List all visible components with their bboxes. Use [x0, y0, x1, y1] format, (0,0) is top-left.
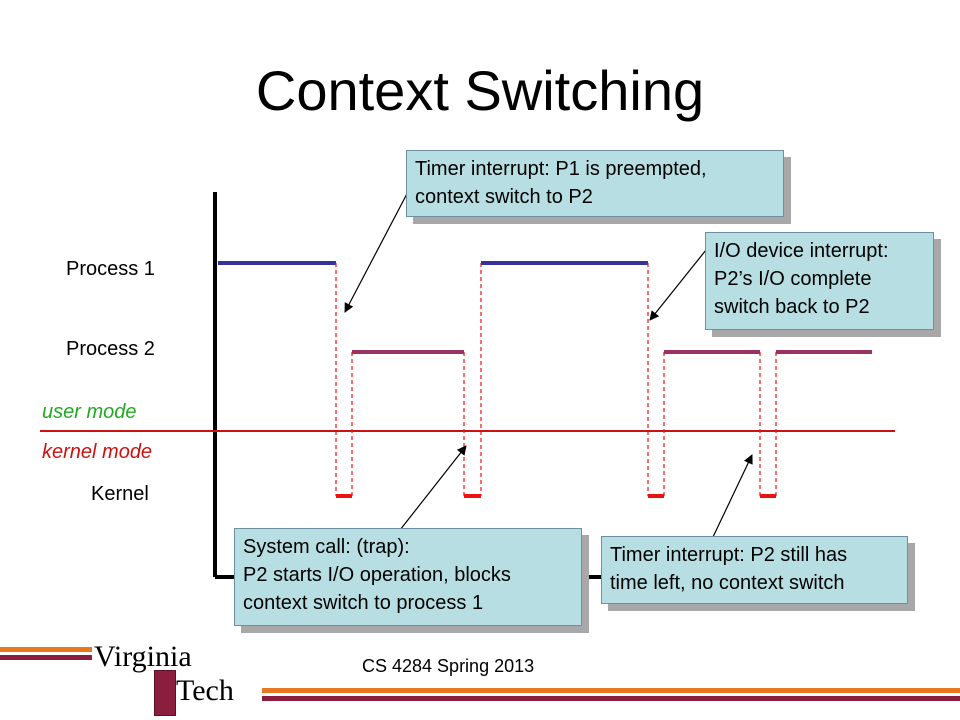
footer-stripe [0, 647, 92, 652]
kernel-label: Kernel [91, 483, 149, 505]
callout-line: context switch to P2 [415, 186, 593, 208]
callout-line: P2 starts I/O operation, blocks [243, 564, 511, 586]
arrow-timer-no-switch [712, 454, 753, 538]
virginia-tech-logo: Virginia Tech [94, 640, 264, 716]
callout-line: Timer interrupt: P2 still has [610, 544, 848, 566]
callout-line: Timer interrupt: P1 is preempted, [415, 158, 707, 180]
callout-timer-preempt: Timer interrupt: P1 is preempted, contex… [406, 150, 784, 217]
callout-line: context switch to process 1 [243, 592, 484, 614]
arrow-io-interrupt [649, 249, 707, 321]
callout-line: time left, no context switch [610, 572, 845, 594]
callout-io-interrupt: I/O device interrupt: P2’s I/O complete … [705, 232, 934, 330]
logo-seal-icon [154, 670, 176, 716]
process-2-label: Process 2 [66, 338, 155, 360]
footer-stripe [262, 696, 960, 701]
callout-line: I/O device interrupt: [714, 240, 889, 262]
footer-stripe [0, 655, 92, 660]
kernel-mode-label: kernel mode [42, 441, 153, 463]
callout-line: System call: (trap): [243, 536, 410, 558]
callout-system-call: System call: (trap): P2 starts I/O opera… [234, 528, 582, 626]
user-mode-label: user mode [42, 401, 137, 423]
footer-stripe [262, 688, 960, 693]
slide-title: Context Switching [255, 59, 705, 122]
process-1-label: Process 1 [66, 258, 155, 280]
arrow-timer-preempt [344, 187, 411, 313]
logo-text-tech: Tech [176, 674, 234, 707]
footer-text: CS 4284 Spring 2013 [362, 656, 535, 676]
logo-text-virginia: Virginia [94, 640, 192, 673]
callout-line: P2’s I/O complete [714, 268, 872, 290]
arrow-system-call [399, 445, 467, 531]
callout-timer-no-switch: Timer interrupt: P2 still has time left,… [601, 536, 908, 604]
callout-line: switch back to P2 [714, 296, 870, 318]
